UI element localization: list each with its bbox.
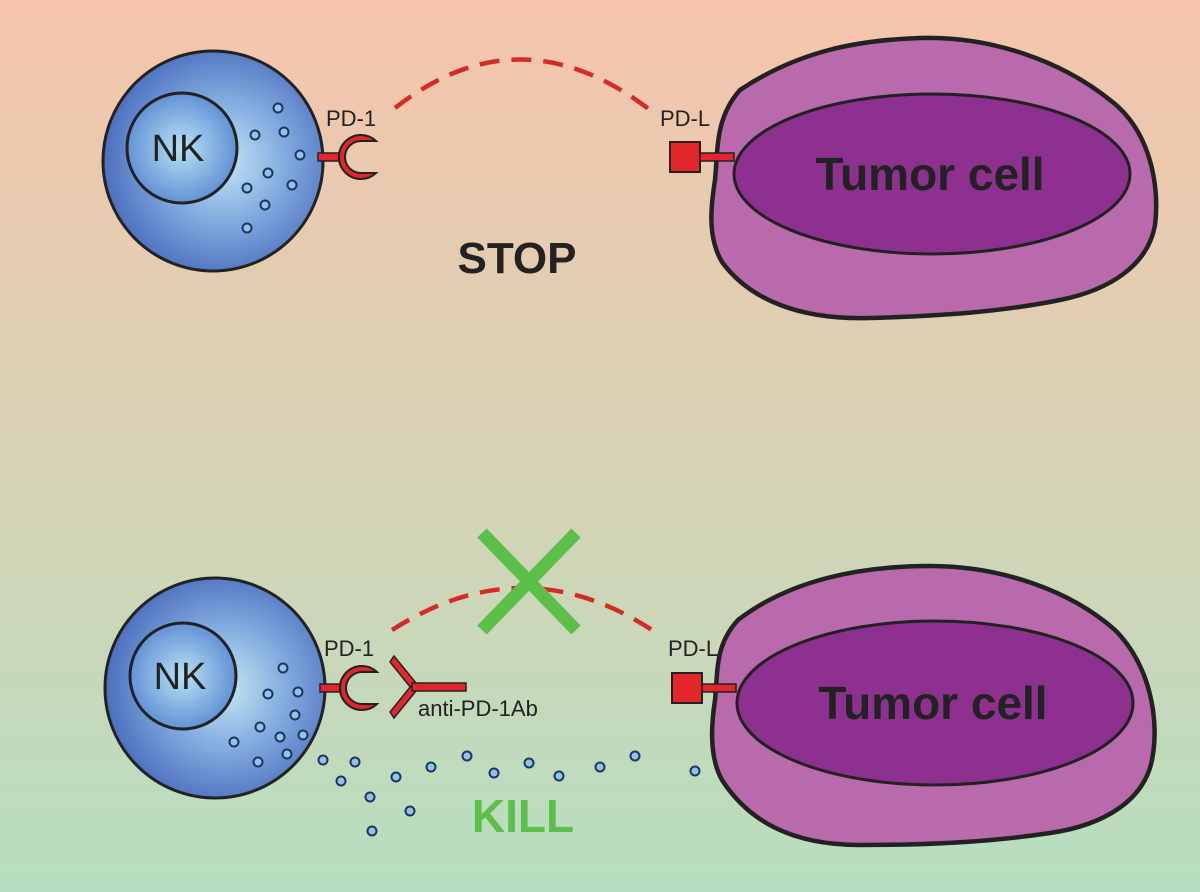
top-panel: NK PD-1 Tumor cell PD-L STOP <box>101 35 1159 321</box>
anti-pd1-antibody <box>389 654 467 720</box>
nk-nucleus <box>128 621 238 731</box>
nk-cell: NK <box>103 576 327 800</box>
kill-label: KILL <box>472 790 574 842</box>
nk-label: NK <box>152 128 205 170</box>
granules <box>241 102 306 234</box>
granules <box>228 662 309 768</box>
tumor-nucleus <box>735 619 1135 787</box>
pdl-label: PD-L <box>668 636 718 661</box>
pd1-label: PD-1 <box>326 106 376 131</box>
nk-nucleus <box>125 91 239 205</box>
tumor-label: Tumor cell <box>818 677 1047 729</box>
tumor-cell: Tumor cell <box>709 35 1159 321</box>
released-granules <box>317 750 701 837</box>
tumor-nucleus <box>732 92 1132 256</box>
bottom-panel: NK PD-1 anti-PD-1Ab <box>103 528 1157 848</box>
nk-cell: NK <box>101 49 325 273</box>
pdl-ligand <box>671 672 737 704</box>
inhibition-signal-line <box>393 57 652 112</box>
pd1-receptor <box>317 134 379 180</box>
tumor-cell: Tumor cell <box>709 563 1157 848</box>
tumor-label: Tumor cell <box>815 148 1044 200</box>
pd1-receptor <box>319 665 380 711</box>
pdl-label: PD-L <box>660 106 710 131</box>
pdl-ligand <box>669 141 735 173</box>
stop-label: STOP <box>457 234 576 283</box>
nk-label: NK <box>154 656 207 698</box>
pd1-label: PD-1 <box>324 636 374 661</box>
antibody-label: anti-PD-1Ab <box>418 696 538 721</box>
block-x-mark <box>477 528 581 635</box>
